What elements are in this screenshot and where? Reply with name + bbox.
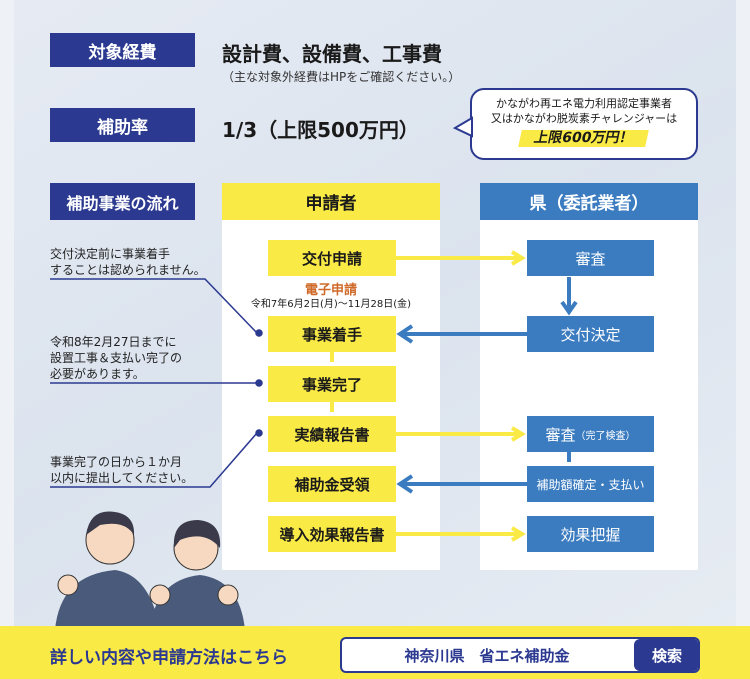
expenses-value: 設計費、設備費、工事費	[222, 42, 442, 66]
review-sub: （完了検査）	[575, 430, 636, 442]
step-grant-decision: 交付決定	[527, 316, 654, 352]
note-line: 必要があります。	[50, 367, 145, 381]
flow-label: 補助事業の流れ	[50, 183, 195, 220]
note-line: 以内に提出してください。	[50, 471, 194, 485]
note-start: 交付決定前に事業着手することは認められません。	[50, 246, 206, 278]
county-header: 県（委託業者）	[480, 183, 698, 220]
rate-label: 補助率	[50, 108, 195, 142]
review-text: 審査	[545, 425, 576, 444]
step-payment: 補助額確定・支払い	[527, 466, 654, 502]
e-application: 電子申請	[304, 283, 357, 298]
step-project-complete: 事業完了	[268, 366, 396, 402]
applicant-header: 申請者	[222, 183, 440, 220]
search-input[interactable]: 神奈川県 省エネ補助金	[404, 646, 570, 665]
application-period: 令和7年6月2日(月)～11月28日(金)	[250, 299, 412, 310]
note-deadline: 令和8年2月27日までに設置工事＆支払い完了の必要があります。	[50, 334, 182, 382]
bubble-line: かながわ再エネ電力利用認定事業者	[496, 97, 672, 110]
footer-text: 詳しい内容や申請方法はこちら	[50, 648, 288, 668]
step-project-start: 事業着手	[268, 316, 396, 352]
note-line: 令和8年2月27日までに	[50, 335, 177, 349]
step-receive-subsidy: 補助金受領	[268, 466, 396, 502]
note-line: 設置工事＆支払い完了の	[50, 351, 183, 365]
bubble-line: 又はかながわ脱炭素チャレンジャーは	[490, 112, 678, 125]
step-effect-tracking: 効果把握	[527, 516, 654, 552]
note-line: 事業完了の日から１か月	[50, 455, 183, 469]
step-effect-report: 導入効果報告書	[268, 516, 396, 552]
step-grant-application: 交付申請	[268, 240, 396, 276]
expenses-note: （主な対象外経費はHPをご確認ください。）	[222, 70, 461, 84]
county-column	[480, 220, 698, 570]
search-button[interactable]: 検索	[634, 639, 698, 671]
step-result-report: 実績報告書	[268, 416, 396, 452]
note-line: することは認められません。	[50, 263, 206, 277]
note-line: 交付決定前に事業着手	[50, 247, 171, 261]
step-completion-review: 審査（完了検査）	[527, 416, 654, 452]
note-report: 事業完了の日から１か月以内に提出してください。	[50, 454, 193, 486]
rate-value: 1/3（上限500万円）	[222, 118, 419, 142]
step-review: 審査	[527, 240, 654, 276]
expenses-label: 対象経費	[50, 33, 195, 67]
search-box[interactable]: 神奈川県 省エネ補助金 検索	[340, 637, 700, 673]
callout-bubble: かながわ再エネ電力利用認定事業者 又はかながわ脱炭素チャレンジャーは 上限600…	[470, 88, 698, 160]
